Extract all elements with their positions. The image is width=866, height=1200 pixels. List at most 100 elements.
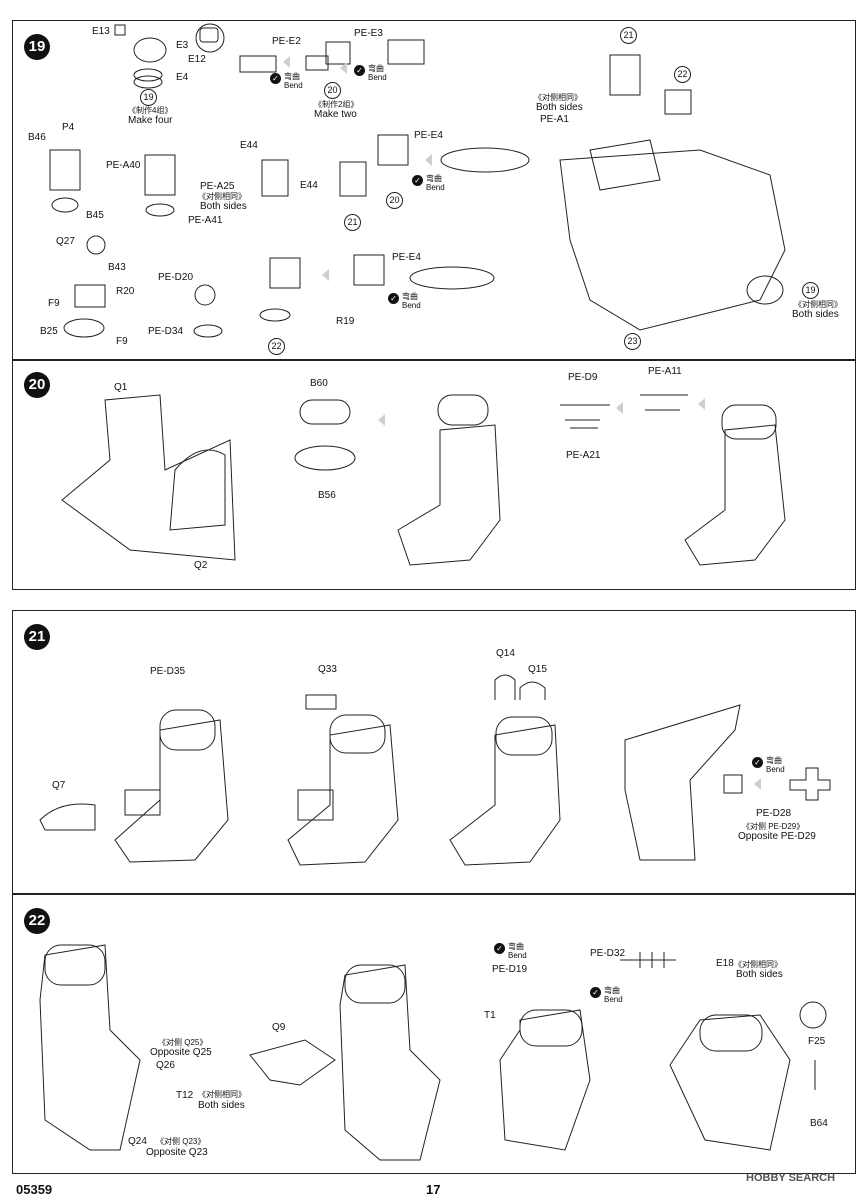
label-b43: B43	[108, 262, 126, 273]
label-f9-a: F9	[48, 298, 60, 309]
note-make-two-cn: 《制作2组》	[314, 100, 359, 109]
label-f9-b: F9	[116, 336, 128, 347]
note-opposite-q25: Opposite Q25	[150, 1047, 212, 1058]
circled-22-b: 22	[674, 66, 691, 83]
label-e13: E13	[92, 26, 110, 37]
note-both-sides-4: Both sides	[198, 1100, 245, 1111]
label-e4: E4	[176, 72, 189, 83]
label-r20: R20	[116, 286, 135, 297]
note-opposite-q23: Opposite Q23	[146, 1147, 208, 1158]
page-number: 17	[426, 1182, 441, 1197]
circled-19: 19	[140, 89, 157, 106]
label-b64: B64	[810, 1118, 828, 1129]
label-pe-d35: PE-D35	[150, 666, 186, 677]
label-pe-a1: PE-A1	[540, 114, 569, 125]
bend-icon: ✓	[752, 757, 763, 768]
product-code: 05359	[16, 1182, 53, 1197]
label-pe-d19: PE-D19	[492, 964, 528, 975]
bend-icon: ✓	[354, 65, 365, 76]
note-both-sides: Both sides	[200, 201, 247, 212]
step-22-panel	[12, 894, 856, 1174]
label-pe-d32: PE-D32	[590, 948, 626, 959]
label-e12: E12	[188, 54, 206, 65]
note-make-four-cn: 《制作4组》	[128, 106, 173, 115]
step-number-20: 20	[24, 372, 50, 398]
label-pe-a25: PE-A25	[200, 181, 235, 192]
label-e44-b: E44	[300, 180, 318, 191]
label-q24: Q24	[128, 1136, 147, 1147]
note-make-two: Make two	[314, 109, 357, 120]
note-opposite-q25-cn: 《对侧 Q25》	[158, 1038, 208, 1047]
label-b60: B60	[310, 378, 328, 389]
label-pe-a11: PE-A11	[648, 366, 682, 377]
circled-20: 20	[324, 82, 341, 99]
label-t1: T1	[484, 1010, 496, 1021]
circled-21-b: 21	[620, 27, 637, 44]
label-b45: B45	[86, 210, 104, 221]
label-q7: Q7	[52, 780, 66, 791]
label-q33: Q33	[318, 664, 337, 675]
step-number-19: 19	[24, 34, 50, 60]
circled-19-b: 19	[802, 282, 819, 299]
label-pe-a21: PE-A21	[566, 450, 601, 461]
label-pe-e4-a: PE-E4	[414, 130, 443, 141]
label-q15: Q15	[528, 664, 547, 675]
note-opposite-pe-d29-cn: 《对侧 PE-D29》	[742, 822, 805, 831]
label-q1: Q1	[114, 382, 128, 393]
label-pe-a41: PE-A41	[188, 215, 223, 226]
label-pe-d9: PE-D9	[568, 372, 598, 383]
note-e18-both-cn: 《对侧相同》	[734, 960, 782, 969]
label-t12: T12	[176, 1090, 194, 1101]
note-both-sides-cn-2: 《对侧相同》	[534, 93, 582, 102]
circled-20-b: 20	[386, 192, 403, 209]
step-number-21: 21	[24, 624, 50, 650]
bend-icon: ✓	[590, 987, 601, 998]
bend-icon: ✓	[270, 73, 281, 84]
note-both-sides-2: Both sides	[536, 102, 583, 113]
label-p4: P4	[62, 122, 75, 133]
bend-icon: ✓	[388, 293, 399, 304]
label-q14: Q14	[496, 648, 515, 659]
note-both-sides-cn: 《对侧相同》	[198, 192, 246, 201]
bend-icon: ✓	[494, 943, 505, 954]
label-q27: Q27	[56, 236, 75, 247]
label-f25: F25	[808, 1036, 826, 1047]
note-e18-both: Both sides	[736, 969, 783, 980]
label-e44-a: E44	[240, 140, 258, 151]
note-both-sides-3: Both sides	[792, 309, 839, 320]
label-r19: R19	[336, 316, 355, 327]
label-e18: E18	[716, 958, 734, 969]
bend-icon: ✓	[412, 175, 423, 186]
note-make-four: Make four	[128, 115, 173, 126]
label-pe-e2: PE-E2	[272, 36, 301, 47]
watermark: HOBBY SEARCH	[746, 1172, 836, 1184]
circled-22: 22	[268, 338, 285, 355]
note-both-sides-cn-4: 《对侧相同》	[198, 1090, 246, 1099]
label-pe-a40: PE-A40	[106, 160, 141, 171]
label-pe-d34: PE-D34	[148, 326, 184, 337]
circled-23: 23	[624, 333, 641, 350]
label-pe-e3: PE-E3	[354, 28, 383, 39]
label-q2: Q2	[194, 560, 208, 571]
label-b56: B56	[318, 490, 336, 501]
label-pe-d28: PE-D28	[756, 808, 792, 819]
label-pe-e4-b: PE-E4	[392, 252, 421, 263]
label-q26: Q26	[156, 1060, 175, 1071]
label-b46: B46	[28, 132, 46, 143]
note-opposite-q23-cn: 《对侧 Q23》	[156, 1137, 206, 1146]
step-number-22: 22	[24, 908, 50, 934]
label-b25: B25	[40, 326, 58, 337]
note-opposite-pe-d29: Opposite PE-D29	[738, 831, 816, 842]
circled-21: 21	[344, 214, 361, 231]
